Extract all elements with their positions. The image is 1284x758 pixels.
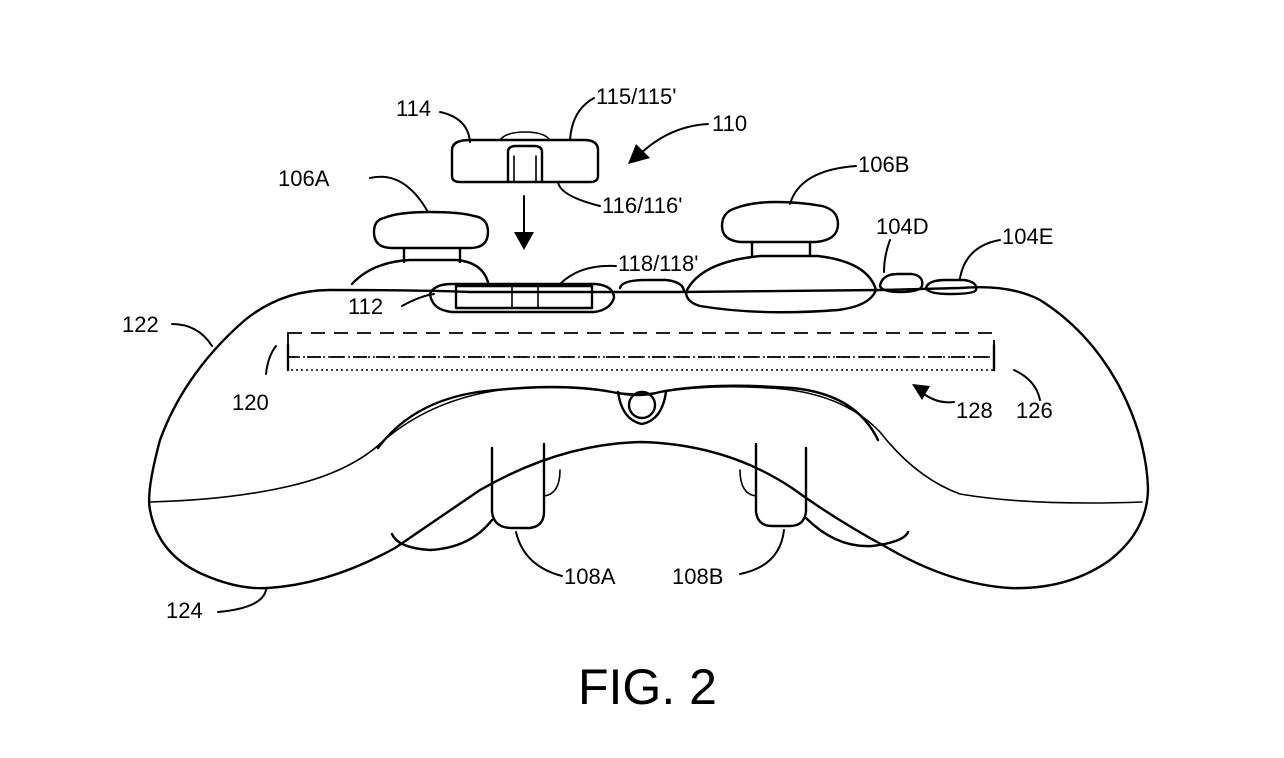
label-128: 128 <box>956 398 993 423</box>
triggers <box>390 442 910 552</box>
thumbstick-106b <box>684 200 878 314</box>
arrow-110 <box>628 123 709 164</box>
label-112: 112 <box>348 294 383 319</box>
label-104d: 104D <box>876 214 929 239</box>
face-buttons <box>618 272 978 296</box>
label-108b: 108B <box>672 564 723 589</box>
thumbstick-106a <box>350 210 490 286</box>
label-104e: 104E <box>1002 224 1053 249</box>
label-110: 110 <box>712 111 747 136</box>
arrow-128 <box>912 384 955 404</box>
insert-arrow <box>514 195 534 250</box>
receptacle-112 <box>428 282 616 314</box>
label-122: 122 <box>122 312 159 337</box>
label-120: 120 <box>232 390 269 415</box>
label-114: 114 <box>396 96 431 121</box>
reference-labels: 114 115/115' 110 106A 106B 116/116' 104D… <box>122 84 1053 623</box>
touch-strip <box>286 332 996 372</box>
label-116: 116/116' <box>602 193 682 218</box>
accessory-110 <box>450 131 600 184</box>
leader-lines <box>171 97 1041 613</box>
label-126: 126 <box>1016 398 1053 423</box>
controller-body <box>147 286 1150 590</box>
label-115: 115/115' <box>596 84 676 109</box>
label-108a: 108A <box>564 564 616 589</box>
label-106a: 106A <box>278 166 330 191</box>
label-124: 124 <box>166 598 203 623</box>
label-118: 118/118' <box>618 251 698 276</box>
label-106b: 106B <box>858 152 909 177</box>
figure-caption: FIG. 2 <box>578 659 717 715</box>
